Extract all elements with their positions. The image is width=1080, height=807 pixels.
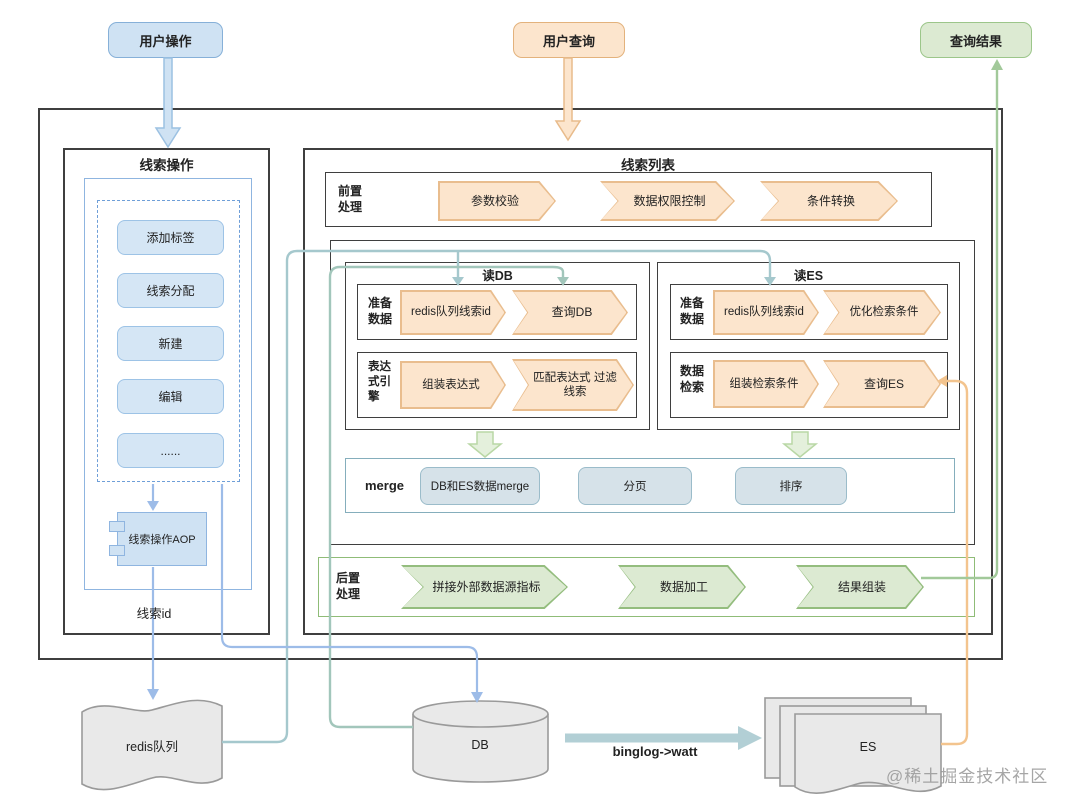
user-action-label: 用户操作	[139, 33, 192, 49]
step-label: 条件转换	[806, 193, 855, 208]
aop-component-tab	[109, 521, 125, 532]
step-param-validate: 参数校验	[438, 181, 556, 221]
read-db-expr-label: 表达 式引 擎	[368, 361, 391, 403]
pre-process-label: 前置 处理	[338, 184, 363, 214]
op-button-label: ......	[160, 443, 181, 458]
aop-component: 线索操作AOP	[117, 512, 207, 566]
read-es-retrieve-label: 数据 检索	[680, 364, 705, 394]
step-optimize-condition: 优化检索条件	[823, 290, 941, 335]
es-label: ES	[818, 740, 918, 754]
arrowhead	[147, 689, 159, 700]
merge-item-label: 分页	[623, 481, 647, 493]
query-result-label: 查询结果	[949, 33, 1002, 49]
op-button-create: 新建	[117, 326, 224, 361]
op-button-more: ......	[117, 433, 224, 468]
op-button-label: 线索分配	[146, 284, 195, 298]
db-label: DB	[430, 738, 530, 752]
op-button-label: 新建	[158, 337, 183, 351]
step-label: 查询ES	[863, 376, 904, 391]
step-label: 结果组装	[837, 579, 886, 594]
op-button-label: 添加标签	[146, 231, 195, 245]
user-query-label: 用户查询	[542, 33, 595, 49]
user-action-node: 用户操作	[108, 22, 223, 58]
aop-component-tab	[109, 545, 125, 556]
step-label: 优化检索条件	[849, 306, 919, 319]
read-es-title: 读ES	[793, 269, 824, 283]
step-query-db: 查询DB	[512, 290, 628, 335]
clue-id-label: 线索id	[124, 603, 184, 622]
step-build-expression: 组装表达式	[400, 361, 506, 409]
step-redis-queue-id-es: redis队列线索id	[713, 290, 819, 335]
merge-item-label: 排序	[779, 481, 803, 493]
op-button-label: 编辑	[158, 390, 183, 404]
aop-label: 线索操作AOP	[128, 534, 196, 546]
step-label: 组装检索条件	[729, 377, 799, 390]
user-query-node: 用户查询	[513, 22, 625, 58]
redis-queue-text: redis队列	[125, 740, 179, 754]
watermark: @稀土掘金技术社区	[886, 762, 1048, 787]
merge-item-label: DB和ES数据merge	[430, 481, 530, 493]
query-result-node: 查询结果	[920, 22, 1032, 58]
clue-list-title: 线索列表	[621, 158, 675, 173]
step-result-assemble: 结果组装	[796, 565, 924, 609]
op-button-edit: 编辑	[117, 379, 224, 414]
step-label: 查询DB	[551, 305, 593, 319]
clue-ops-title: 线索操作	[139, 158, 194, 173]
step-label: 组装表达式	[422, 378, 480, 391]
step-label: 数据加工	[659, 579, 708, 594]
read-db-title: 读DB	[482, 269, 513, 283]
step-build-search-condition: 组装检索条件	[713, 360, 819, 408]
step-label: 匹配表达式 过滤线索	[533, 371, 617, 398]
op-button-assign: 线索分配	[117, 273, 224, 308]
op-button-add-tag: 添加标签	[117, 220, 224, 255]
read-es-prepare-label: 准备 数据	[680, 296, 705, 326]
step-redis-queue-id-db: redis队列线索id	[400, 290, 506, 335]
binlog-watt-label: binglog->watt	[560, 744, 750, 759]
step-data-permission: 数据权限控制	[600, 181, 735, 221]
step-label: 拼接外部数据源指标	[432, 579, 541, 594]
step-query-es: 查询ES	[823, 360, 941, 408]
redis-queue-label: redis队列	[102, 736, 202, 755]
es-text: ES	[859, 740, 877, 754]
step-data-processing: 数据加工	[618, 565, 746, 609]
step-label: redis队列线索id	[724, 306, 804, 319]
step-label: 参数校验	[470, 193, 519, 208]
watermark-text: @稀土掘金技术社区	[886, 767, 1049, 786]
read-db-prepare-label: 准备 数据	[368, 296, 393, 326]
merge-item-sort: 排序	[735, 467, 847, 505]
merge-item-db-es: DB和ES数据merge	[420, 467, 540, 505]
step-label: 数据权限控制	[633, 193, 706, 208]
arrowhead	[991, 59, 1003, 70]
merge-label: merge	[365, 478, 405, 493]
binlog-watt-text: binglog->watt	[612, 744, 698, 759]
step-match-expression: 匹配表达式 过滤线索	[512, 359, 634, 411]
clue-id-text: 线索id	[136, 607, 172, 621]
arrowhead	[471, 692, 483, 703]
merge-item-paging: 分页	[578, 467, 692, 505]
step-condition-convert: 条件转换	[760, 181, 898, 221]
step-label: redis队列线索id	[411, 306, 491, 319]
db-text: DB	[471, 738, 489, 752]
post-process-label: 后置 处理	[336, 571, 361, 601]
step-external-metrics: 拼接外部数据源指标	[401, 565, 568, 609]
